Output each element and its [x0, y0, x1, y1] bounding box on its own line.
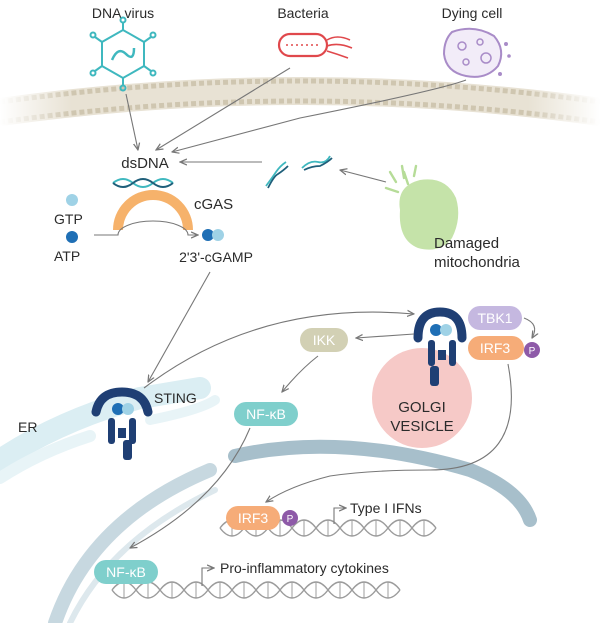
- endoplasmic-reticulum: [0, 377, 220, 484]
- dna-virus-icon: [89, 16, 157, 92]
- irf3-label-golgi: IRF3: [480, 340, 511, 356]
- irf3-box-golgi: [468, 336, 524, 360]
- dying-cell-label: Dying cell: [442, 5, 503, 21]
- atp-label: ATP: [54, 248, 80, 264]
- arrow-bacteria-to-dsdna: [156, 67, 291, 150]
- arrow-tbk1-phosphorylates: [523, 317, 535, 338]
- bacteria-label: Bacteria: [277, 5, 329, 21]
- phospho-badge-nucleus: [282, 510, 298, 526]
- nfkb-box-cytosol: [234, 402, 298, 426]
- cgamp-molecule-icon: [202, 229, 224, 241]
- tbk1-label: TBK1: [477, 310, 512, 326]
- bacteria-icon: [277, 32, 353, 59]
- nfkb-box-nucleus: [94, 560, 158, 584]
- arrow-ikk-to-nfkb: [282, 355, 319, 392]
- dying-cell-icon: [442, 27, 511, 78]
- golgi-label-line2: VESICLE: [390, 418, 453, 435]
- irf3-box-nucleus: [226, 506, 280, 530]
- gtp-molecule-icon: [66, 194, 78, 206]
- atp-molecule-icon: [66, 231, 78, 243]
- dsdna-strand-icon: [112, 178, 174, 188]
- mitochondria-label-line1: Damaged: [434, 235, 499, 252]
- arrow-sting-to-golgi: [143, 312, 414, 389]
- dna-helix-cytokines: [111, 581, 401, 599]
- cgas-label: cGAS: [194, 196, 233, 213]
- mitochondria-label-line2: mitochondria: [434, 254, 521, 271]
- cgamp-label: 2'3'-cGAMP: [179, 249, 253, 265]
- arrow-irf3-to-nucleus: [266, 363, 512, 502]
- dna-virus-label: DNA virus: [92, 5, 154, 21]
- arrow-nfkb-to-nucleus: [130, 427, 251, 548]
- gtp-label: GTP: [54, 211, 83, 227]
- nuclear-envelope: [48, 439, 537, 623]
- mtdna-fragments-icon: [265, 155, 333, 189]
- nfkb-label-cytosol: NF-κB: [246, 406, 286, 422]
- cytokines-label: Pro-inflammatory cytokines: [220, 560, 389, 576]
- cgas-enzyme-shape: [113, 190, 193, 231]
- phospho-label-golgi: P: [529, 346, 536, 357]
- plasma-membrane: [0, 50, 600, 150]
- sting-label: STING: [154, 390, 197, 406]
- golgi-vesicle-shape: [372, 348, 472, 448]
- dsdna-label: dsDNA: [121, 155, 169, 172]
- phospho-badge-golgi: [524, 342, 540, 358]
- golgi-sting-icon: [413, 307, 467, 386]
- ikk-label: IKK: [313, 332, 336, 348]
- arrow-dyingcell-to-dsdna: [172, 79, 467, 152]
- arrow-mito-to-mtdna: [340, 170, 387, 183]
- nfkb-label-nucleus: NF-κB: [106, 564, 146, 580]
- arrow-cytokine-transcription: [201, 568, 214, 586]
- sting-dimer-icon: [91, 387, 153, 460]
- phospho-label-nucleus: P: [287, 514, 294, 525]
- arrow-golgi-to-ikk: [356, 333, 415, 338]
- tbk1-box: [468, 306, 522, 330]
- irf3-label-nucleus: IRF3: [238, 510, 269, 526]
- ikk-box: [300, 328, 348, 352]
- type1-ifns-label: Type I IFNs: [350, 500, 422, 516]
- er-label: ER: [18, 419, 37, 435]
- golgi-label-line1: GOLGI: [398, 399, 446, 416]
- arrow-ifn-transcription: [333, 508, 346, 524]
- damaged-mitochondria-icon: [384, 164, 459, 250]
- arrow-cgas-reaction: [94, 220, 198, 235]
- arrow-cgamp-to-sting: [148, 271, 211, 382]
- arrow-virus-to-dsdna: [125, 93, 138, 150]
